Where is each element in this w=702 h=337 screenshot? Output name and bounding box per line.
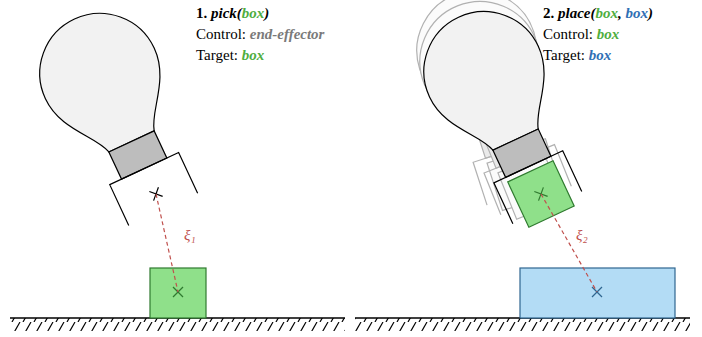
- gripper: [20, 0, 218, 235]
- label-text: box: [589, 47, 612, 63]
- error-line: [156, 194, 178, 292]
- label-text: box: [242, 47, 265, 63]
- label-text: 2.: [543, 5, 554, 21]
- ground: [10, 318, 690, 331]
- label-text: box: [595, 5, 618, 21]
- label-text: end-effector: [250, 26, 325, 42]
- step-title: 2.place(box,box): [543, 4, 653, 22]
- error-label: ξ₂: [576, 226, 588, 244]
- label-text: pick(: [211, 5, 242, 21]
- label-text: Target:: [543, 47, 585, 63]
- control-line: Control:end-effector: [196, 25, 324, 43]
- label-text: Target:: [196, 47, 238, 63]
- gripper: [404, 0, 606, 242]
- label-text: ): [648, 5, 653, 21]
- target-line: Target:box: [196, 46, 264, 64]
- error-symbol: ξ₂: [576, 227, 588, 243]
- control-line: Control:box: [543, 25, 619, 43]
- label-text: box: [625, 5, 648, 21]
- label-text: Control:: [543, 26, 593, 42]
- label-text: ): [264, 5, 269, 21]
- label-text: ,: [618, 5, 622, 21]
- error-label: ξ₁: [184, 226, 196, 244]
- label-text: box: [242, 5, 265, 21]
- label-text: box: [597, 26, 620, 42]
- label-text: place(: [558, 5, 595, 21]
- target-line: Target:box: [543, 46, 611, 64]
- error-symbol: ξ₁: [184, 227, 196, 243]
- blue-box: [520, 268, 675, 318]
- green-box: [150, 268, 206, 318]
- error-line: [541, 194, 597, 292]
- label-text: 1.: [196, 5, 207, 21]
- step-title: 1.pick(box): [196, 4, 269, 22]
- label-text: Control:: [196, 26, 246, 42]
